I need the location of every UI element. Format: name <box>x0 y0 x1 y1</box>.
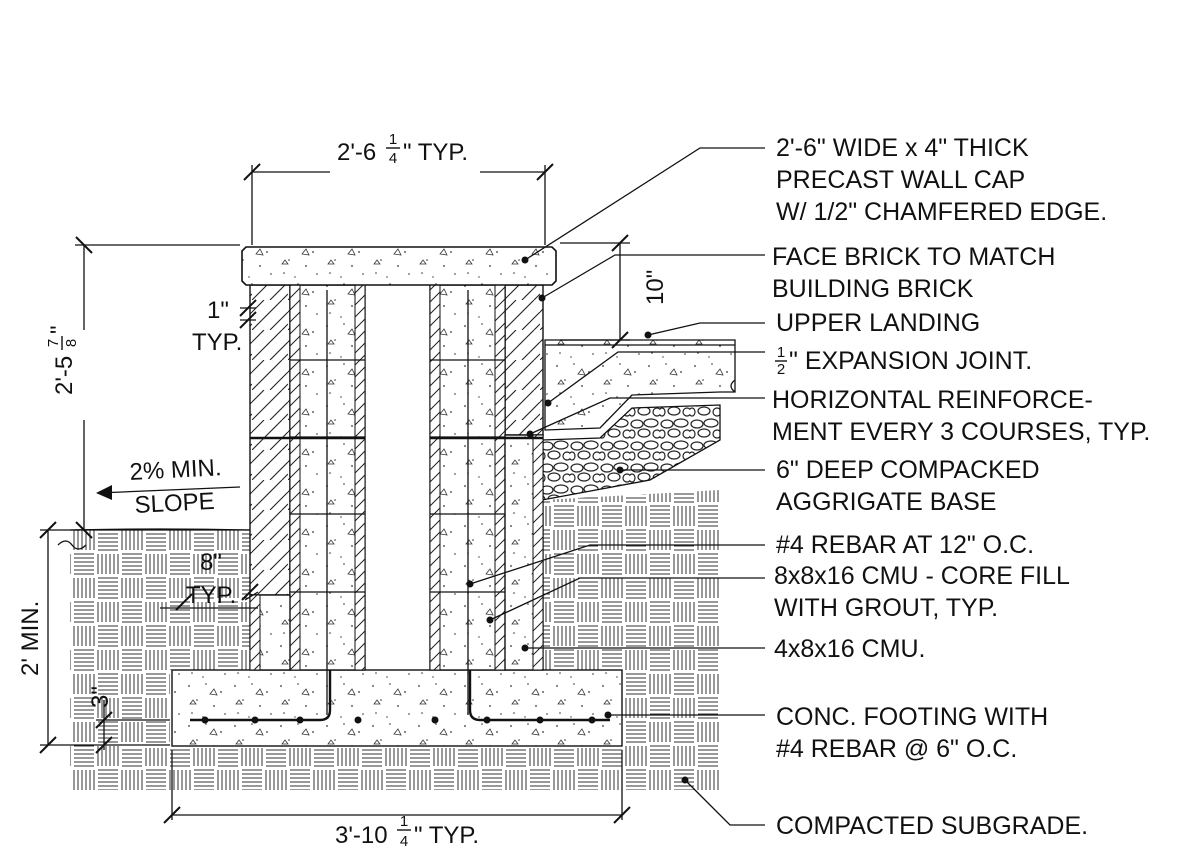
note-aggregate-base: 6" DEEP COMPACKED AGGRIGATE BASE <box>776 456 1040 516</box>
svg-text:8: 8 <box>63 339 80 347</box>
joint-dimension <box>239 299 257 329</box>
footing-rebar-dot <box>251 716 259 724</box>
note-face-brick: FACE BRICK TO MATCH BUILDING BRICK <box>772 243 1055 303</box>
face-brick-right <box>504 284 544 436</box>
leader-lines <box>469 147 765 826</box>
slope-text-label: SLOPE <box>134 488 215 519</box>
top-width-num: 1 <box>389 131 397 148</box>
footing-rebar-bends <box>190 670 610 722</box>
note-horizontal-reinforcement: HORIZONTAL REINFORCE- MENT EVERY 3 COURS… <box>772 386 1150 446</box>
svg-text:": " <box>46 325 73 334</box>
footing-thick-label: 3" <box>87 686 114 708</box>
upper-landing-slab <box>544 339 736 431</box>
top-width-den: 4 <box>389 150 397 167</box>
footing-depth-label: 2' MIN. <box>17 601 44 676</box>
svg-text:BUILDING BRICK: BUILDING BRICK <box>772 275 974 303</box>
svg-text:AGGRIGATE BASE: AGGRIGATE BASE <box>776 488 996 516</box>
svg-text:PRECAST WALL CAP: PRECAST WALL CAP <box>776 166 1025 194</box>
footing-rebar-dot <box>588 716 596 724</box>
svg-text:2: 2 <box>777 361 785 378</box>
note-wall-cap: 2'-6" WIDE x 4" THICK PRECAST WALL CAP W… <box>776 134 1107 226</box>
svg-text:2'-6" WIDE x 4" THICK: 2'-6" WIDE x 4" THICK <box>776 134 1029 162</box>
note-expansion-joint: 1 2 " EXPANSION JOINT. <box>775 344 1032 378</box>
svg-text:W/ 1/2" CHAMFERED EDGE.: W/ 1/2" CHAMFERED EDGE. <box>776 198 1107 226</box>
bottom-width-suffix: " TYP. <box>414 822 479 849</box>
leader-dots <box>466 256 689 784</box>
svg-text:1: 1 <box>777 344 785 361</box>
aggregate-base <box>541 404 721 501</box>
cap-height-label: 10" <box>642 270 669 305</box>
course-typ-label: TYP. <box>186 582 236 609</box>
face-brick-left <box>249 284 291 596</box>
top-width-dimension <box>243 163 554 245</box>
svg-text:HORIZONTAL REINFORCE-: HORIZONTAL REINFORCE- <box>772 386 1093 414</box>
footing-rebar-dot <box>296 716 304 724</box>
note-cmu-4: 4x8x16 CMU. <box>774 635 925 663</box>
svg-text:FACE BRICK TO MATCH: FACE BRICK TO MATCH <box>772 243 1055 271</box>
vertical-rebar <box>326 290 469 715</box>
bottom-width-dimension <box>163 750 631 824</box>
cap-height-dimension <box>560 234 630 349</box>
footing-rebar-dot <box>201 716 209 724</box>
compacted-subgrade-right <box>120 490 720 790</box>
note-vertical-rebar: #4 REBAR AT 12" O.C. <box>776 531 1034 559</box>
bottom-width-den: 4 <box>400 833 408 850</box>
course-dimension <box>160 583 259 611</box>
slope-label: 2% MIN. <box>129 454 222 486</box>
precast-wall-cap <box>241 246 557 286</box>
svg-text:2'-5: 2'-5 <box>51 356 78 395</box>
svg-text:#4 REBAR @ 6" O.C.: #4 REBAR @ 6" O.C. <box>776 735 1017 763</box>
note-cmu-8: 8x8x16 CMU - CORE FILL WITH GROUT, TYP. <box>774 562 1070 622</box>
note-compacted-subgrade: COMPACTED SUBGRADE. <box>776 812 1088 840</box>
note-upper-landing: UPPER LANDING <box>776 309 980 337</box>
footing-rebar-dot <box>536 716 544 724</box>
footing-rebar-dots <box>201 716 596 724</box>
concrete-footing <box>171 669 623 747</box>
svg-text:MENT EVERY 3 COURSES, TYP.: MENT EVERY 3 COURSES, TYP. <box>772 418 1150 446</box>
joint-label: 1" <box>207 297 229 324</box>
height-label: 2'-5 7 8 " <box>45 325 80 395</box>
slope-arrow <box>96 485 241 500</box>
svg-text:8x8x16 CMU - CORE FILL: 8x8x16 CMU - CORE FILL <box>774 562 1070 590</box>
note-concrete-footing: CONC. FOOTING WITH #4 REBAR @ 6" O.C. <box>776 703 1048 763</box>
svg-text:7: 7 <box>45 339 62 347</box>
svg-text:" EXPANSION JOINT.: " EXPANSION JOINT. <box>789 347 1032 375</box>
course-label: 8" <box>200 549 222 576</box>
footing-rebar-dot <box>431 716 439 724</box>
bottom-width-num: 1 <box>400 813 408 830</box>
height-dimension <box>75 236 250 539</box>
compacted-subgrade-left <box>70 530 250 790</box>
joint-typ-label: TYP. <box>192 329 242 356</box>
footing-rebar-dot <box>354 716 362 724</box>
svg-text:6" DEEP COMPACKED: 6" DEEP COMPACKED <box>776 456 1040 484</box>
bottom-width-label: 3'-10 <box>335 822 388 849</box>
svg-text:WITH GROUT, TYP.: WITH GROUT, TYP. <box>774 594 998 622</box>
footing-rebar-dot <box>483 716 491 724</box>
top-width-label: 2'-6 <box>337 139 376 166</box>
top-width-suffix: " TYP. <box>403 139 468 166</box>
svg-text:CONC. FOOTING WITH: CONC. FOOTING WITH <box>776 703 1048 731</box>
footing-thick-dimension <box>95 700 170 754</box>
